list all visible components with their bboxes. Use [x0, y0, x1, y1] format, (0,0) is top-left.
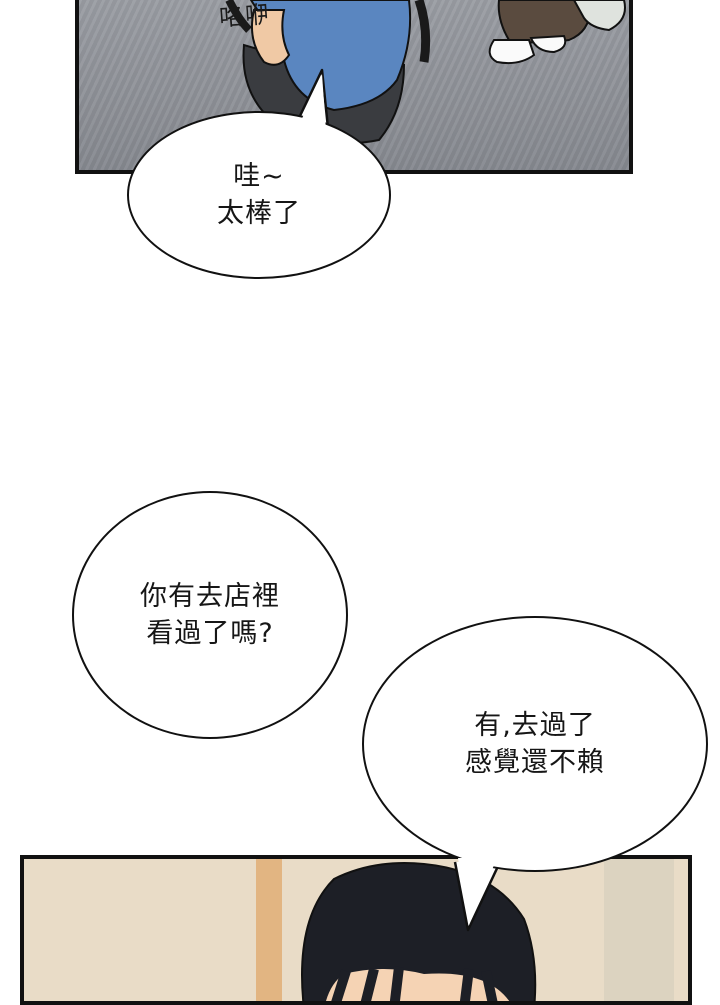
chair-leg: [414, 0, 431, 63]
speech-bubble-answer: 有,去過了 感覺還不賴: [362, 616, 708, 872]
speech-bubble-text: 有,去過了 感覺還不賴: [465, 707, 605, 781]
character-head-illustration: [256, 859, 674, 1001]
wall-pillar: [256, 859, 282, 1001]
sock-right: [529, 34, 567, 54]
speech-bubble-text: 哇~ 太棒了: [217, 158, 301, 232]
speech-bubble-question: 你有去店裡 看過了嗎?: [72, 491, 348, 739]
wall-panel: [604, 859, 674, 1001]
dialogue-line: 感覺還不賴: [465, 747, 605, 778]
arm: [251, 9, 291, 66]
speech-bubble-text: 你有去店裡 看過了嗎?: [140, 578, 280, 652]
dialogue-line: 你有去店裡: [140, 581, 280, 612]
second-figure-skirt: [572, 0, 626, 32]
dialogue-line: 有,去過了: [474, 710, 596, 741]
dialogue-line: 太棒了: [217, 198, 301, 229]
sock-left: [488, 39, 536, 65]
bottom-panel: [20, 855, 692, 1005]
dialogue-line: 哇~: [233, 161, 285, 192]
chair-leg: [225, 0, 252, 33]
dialogue-line: 看過了嗎?: [146, 618, 274, 649]
speech-bubble-wow: 哇~ 太棒了: [127, 111, 391, 279]
